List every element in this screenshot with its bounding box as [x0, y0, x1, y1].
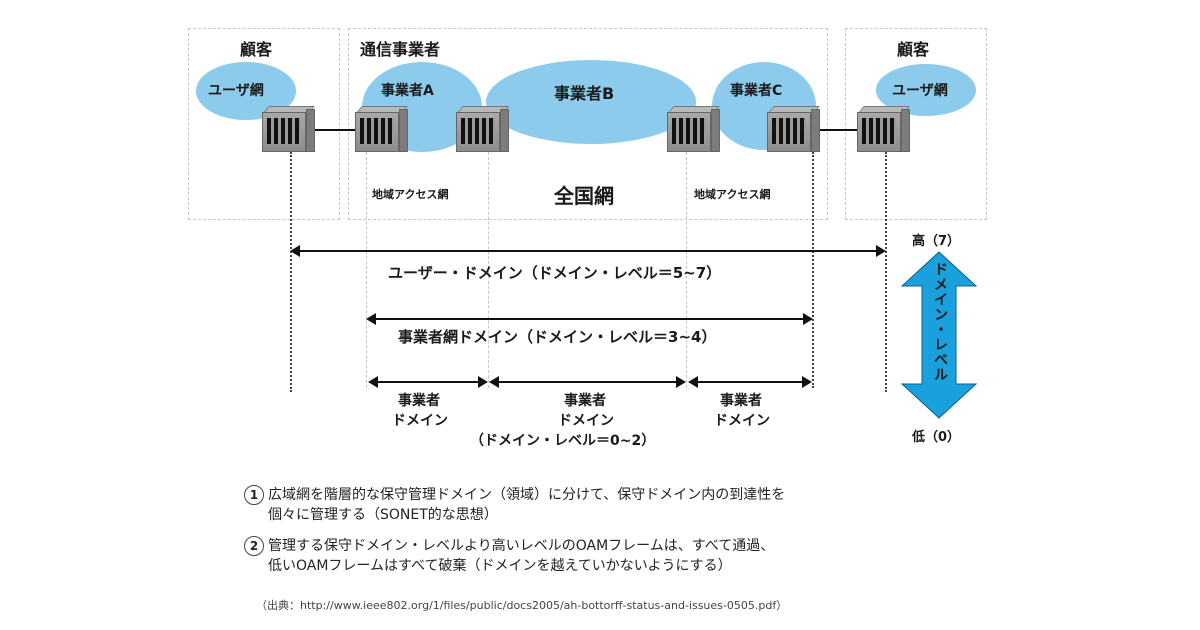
carrier-c-label: 事業者C — [730, 83, 783, 99]
user-domain-arrow — [290, 245, 886, 257]
user-network-label-right: ユーザ網 — [892, 83, 948, 99]
access-network-label-right: 地域アクセス網 — [694, 188, 771, 201]
access-network-label-left: 地域アクセス網 — [372, 188, 449, 201]
carrier-net-domain-label: 事業者網ドメイン（ドメイン・レベル＝3~4） — [398, 328, 717, 346]
carrier-b-cloud — [486, 60, 696, 144]
note-1-line1: 広域網を階層的な保守管理ドメイン（領域）に分けて、保守ドメイン内の到達性を — [268, 487, 786, 503]
carrier-a-label: 事業者A — [381, 83, 434, 99]
customer-zone-left — [188, 28, 340, 220]
national-network-label: 全国網 — [554, 184, 614, 208]
domain-level-vertical-label: ドメイン・レベル — [932, 262, 948, 382]
carrier-net-domain-arrow — [366, 313, 813, 325]
link-carrier-c-to-user — [816, 129, 860, 131]
note-2-line1: 管理する保守ドメイン・レベルより高いレベルのOAMフレームは、すべて通過、 — [268, 538, 775, 554]
domain-level-arrow — [900, 251, 978, 419]
operator-domain-b-line1: 事業者 — [564, 393, 606, 409]
level-low-label: 低（0） — [912, 430, 961, 445]
guide-line-carrier-a-edge — [366, 152, 367, 388]
carrier-zone — [348, 28, 828, 220]
note-2-number: 2 — [244, 536, 264, 556]
note-1-continued: 個々に管理する（SONET的な思想） — [268, 507, 498, 523]
guide-line-customer-right — [885, 152, 887, 392]
level-high-label: 高（7） — [912, 234, 961, 249]
domain-level-arrow-shape — [900, 251, 978, 419]
operator-domain-b-line2: ドメイン — [558, 413, 614, 429]
source-citation: （出典：http://www.ieee802.org/1/files/publi… — [256, 599, 788, 612]
carrier-label: 通信事業者 — [360, 40, 441, 59]
switch-node-customer-right — [857, 106, 911, 152]
operator-domain-arrow-b — [489, 376, 686, 388]
operator-domain-a-line2: ドメイン — [392, 413, 448, 429]
operator-domain-c-line1: 事業者 — [720, 393, 762, 409]
operator-domain-a-line1: 事業者 — [398, 393, 440, 409]
guide-line-carrier-c-edge — [812, 152, 814, 388]
customer-label-right: 顧客 — [897, 40, 930, 59]
link-user-to-carrier-a — [312, 129, 358, 131]
switch-node-carrier-c-edge — [767, 106, 821, 152]
guide-line-customer-left — [290, 152, 292, 392]
operator-domain-level-label: （ドメイン・レベル＝0~2） — [470, 433, 656, 449]
note-2-continued: 低いOAMフレームはすべて破棄（ドメインを越えていかないようにする） — [268, 558, 732, 574]
operator-domain-arrow-a — [368, 376, 488, 388]
user-network-label-left: ユーザ網 — [208, 83, 264, 99]
switch-node-customer-left — [262, 106, 316, 152]
user-domain-label: ユーザー・ドメイン（ドメイン・レベル＝5~7） — [388, 264, 722, 282]
switch-node-carrier-a-edge — [355, 106, 409, 152]
switch-node-carrier-b-edge — [667, 106, 721, 152]
guide-line-carrier-a-core — [488, 152, 489, 388]
carrier-b-label: 事業者B — [554, 84, 615, 103]
switch-node-carrier-a-core — [456, 106, 510, 152]
customer-zone-right — [845, 28, 987, 220]
operator-domain-c-line2: ドメイン — [714, 413, 770, 429]
customer-label-left: 顧客 — [240, 40, 273, 59]
guide-line-carrier-b-edge — [686, 152, 687, 388]
note-1-number: 1 — [244, 485, 264, 505]
operator-domain-arrow-c — [688, 376, 812, 388]
